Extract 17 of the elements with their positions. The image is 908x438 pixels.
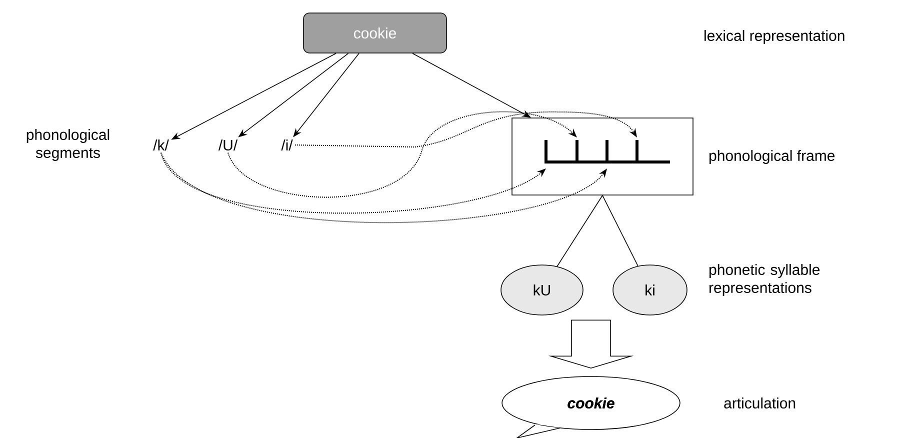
dotted-arrow xyxy=(294,112,637,148)
segment-label: /i/ xyxy=(281,139,293,150)
dotted-arrow xyxy=(160,152,607,224)
speech-bubble: cookie xyxy=(502,376,680,438)
label: lexical representation xyxy=(704,30,844,44)
dotted-arrow xyxy=(228,111,577,198)
word-box: cookie xyxy=(303,12,447,54)
side-label: articulation xyxy=(724,397,796,408)
side-label: phonological frame xyxy=(710,150,835,164)
segment-label: /k/ xyxy=(153,139,169,150)
label: phonological segments xyxy=(26,129,110,161)
label: phonetic syllable representations xyxy=(710,264,820,296)
connector-line xyxy=(602,195,638,266)
block-arrow xyxy=(548,320,634,368)
frame-box xyxy=(512,118,694,196)
connector-line xyxy=(556,195,603,267)
segment-label: /U/ xyxy=(218,139,238,150)
